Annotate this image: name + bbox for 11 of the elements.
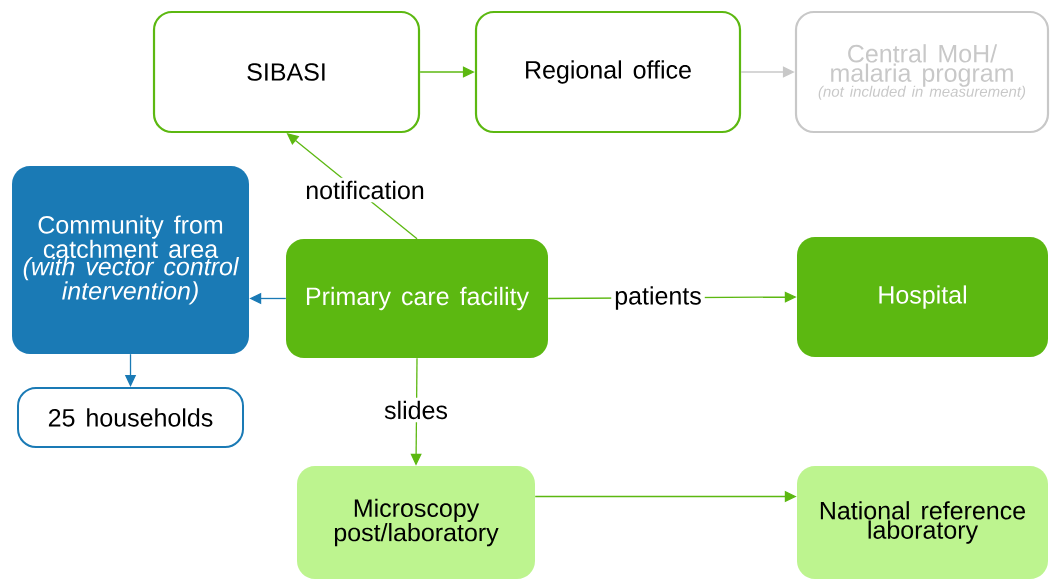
process-box: SIBASI (152, 10, 421, 134)
process-box: National reference laboratory (797, 466, 1048, 579)
process-box: Community from catchment area (with vector control intervention) (12, 166, 249, 354)
process-box: 25 households (17, 387, 244, 448)
process-box: Primary care facility (286, 239, 548, 358)
process-box: Hospital (797, 237, 1048, 357)
process-box: Microscopy post/laboratory (297, 466, 535, 579)
edge-label: slides (381, 397, 451, 423)
edge-label: patients (611, 283, 705, 313)
process-box: Regional office (474, 10, 742, 134)
edge-label: notification (302, 177, 428, 203)
